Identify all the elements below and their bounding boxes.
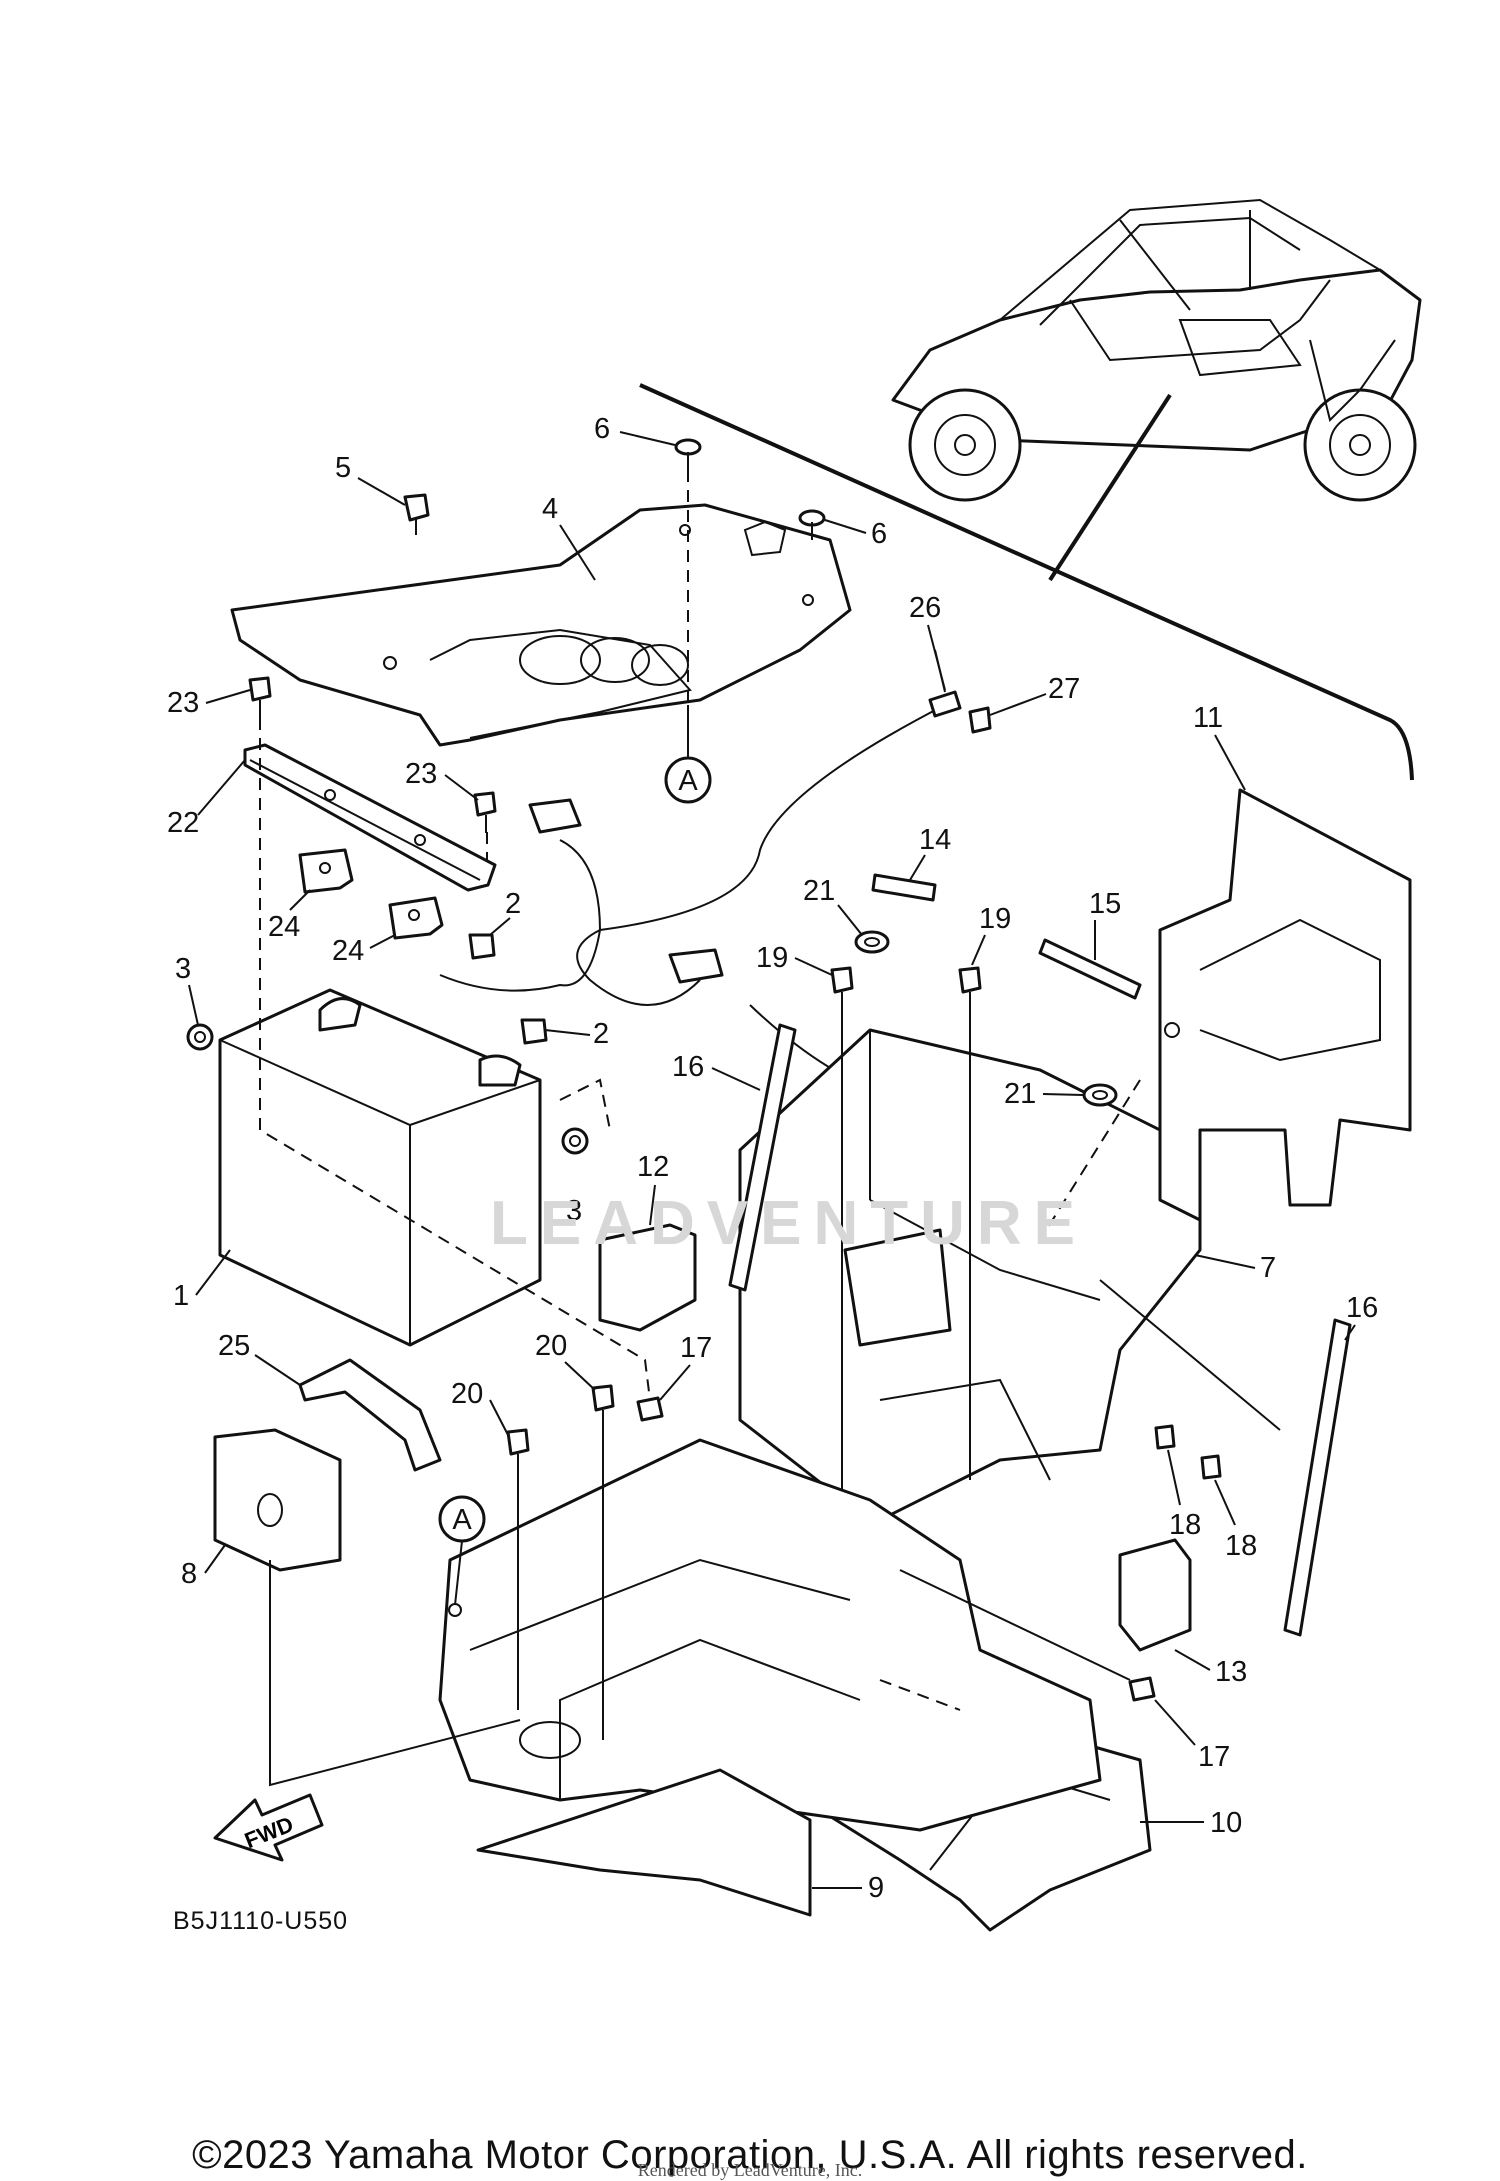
reference-marker-a-top: A (664, 705, 712, 804)
callout-3-a: 3 (175, 953, 191, 985)
part-8-pad (213, 1428, 342, 1572)
part-18-clip-b (1200, 1454, 1222, 1480)
part-23-bolt-a (248, 676, 272, 718)
part-1-battery (218, 988, 542, 1347)
assembly-line-d (269, 1560, 521, 1787)
reference-marker-a-bottom: A (438, 1495, 486, 1606)
part-21-grommet-b (1082, 1083, 1118, 1107)
callout-20-a: 20 (451, 1378, 483, 1410)
part-16-strip-right (1283, 1318, 1352, 1637)
part-13-block (1118, 1538, 1192, 1652)
vehicle-inset-illustration (891, 198, 1422, 582)
callout-17-b: 17 (1198, 1741, 1230, 1773)
part-6-clip-a (674, 438, 702, 470)
part-21-grommet-a (854, 930, 890, 954)
callout-16-b: 16 (1346, 1292, 1378, 1324)
callout-20-b: 20 (535, 1330, 567, 1362)
callout-21-b: 21 (1004, 1078, 1036, 1110)
callout-15: 15 (1089, 888, 1121, 920)
part-15-strip (1038, 938, 1142, 1000)
part-2-bolt-a (468, 933, 496, 960)
part-14-strip (871, 873, 937, 902)
callout-14: 14 (919, 824, 951, 856)
render-credit: Rendered by LeadVenture, Inc. (637, 2160, 863, 2180)
part-19-bolt-a (830, 966, 854, 1490)
part-3-nut-a (186, 1023, 214, 1051)
assembly-line-e (559, 1078, 611, 1131)
callout-1: 1 (173, 1280, 189, 1312)
part-25-strap (298, 1358, 442, 1472)
callout-18-b: 18 (1225, 1530, 1257, 1562)
part-16-strip-left (728, 1023, 797, 1292)
callout-6-b: 6 (871, 518, 887, 550)
callout-16-a: 16 (672, 1051, 704, 1083)
callout-8: 8 (181, 1558, 197, 1590)
callout-24-a: 24 (268, 911, 300, 943)
part-26-sensor (928, 649, 962, 718)
callout-3-b: 3 (566, 1195, 582, 1227)
svg-text:A: A (678, 765, 698, 797)
part-17-clip-a (636, 1396, 664, 1422)
main-tray (438, 1438, 1102, 1832)
watermark-text: LEADVENTURE (490, 1189, 1088, 1258)
callout-25: 25 (218, 1330, 250, 1362)
part-24-damper-b (388, 896, 444, 940)
callout-2-b: 2 (593, 1018, 609, 1050)
callout-18-a: 18 (1169, 1509, 1201, 1541)
callout-10: 10 (1210, 1807, 1242, 1839)
part-17-clip-b (1128, 1676, 1156, 1702)
assembly-line-i (1099, 1279, 1281, 1431)
callout-27: 27 (1048, 673, 1080, 705)
callout-group: 1 2 2 3 3 4 5 6 6 7 8 9 10 11 12 13 14 1… (167, 413, 1378, 1904)
part-24-damper-a (298, 848, 354, 894)
callout-19-b: 19 (979, 903, 1011, 935)
callout-23-b: 23 (405, 758, 437, 790)
forward-direction-arrow: FWD (213, 1793, 324, 1862)
assembly-line-h (899, 1569, 1131, 1681)
callout-17-a: 17 (680, 1332, 712, 1364)
callout-7: 7 (1260, 1252, 1276, 1284)
part-26-cable (576, 704, 946, 1006)
assembly-line-b (259, 718, 651, 1401)
callout-5: 5 (335, 452, 351, 484)
callout-9: 9 (868, 1872, 884, 1904)
part-9-mat (476, 1768, 812, 1917)
diagram-code: B5J1110-U550 (173, 1907, 349, 1935)
part-20-bolt-a (506, 1428, 530, 1710)
part-2-bolt-b (520, 1018, 548, 1045)
part-19-bolt-b (958, 966, 982, 1480)
assembly-boundary-line (639, 383, 1414, 781)
callout-21-a: 21 (803, 875, 835, 907)
part-20-bolt-b (591, 1384, 615, 1740)
assembly-line-g (879, 1679, 961, 1711)
part-4-cover (230, 503, 852, 747)
part-27-screw (968, 706, 992, 734)
part-3-nut-b (561, 1127, 589, 1155)
callout-24-b: 24 (332, 935, 364, 967)
callout-4: 4 (542, 493, 558, 525)
part-11-cover (1158, 788, 1412, 1222)
svg-text:A: A (452, 1504, 472, 1536)
callout-2-a: 2 (505, 888, 521, 920)
callout-23-a: 23 (167, 687, 199, 719)
callout-11: 11 (1193, 702, 1223, 734)
part-23-bolt-b (473, 791, 497, 833)
callout-13: 13 (1215, 1656, 1247, 1688)
callout-12: 12 (637, 1151, 669, 1183)
connector-a (528, 798, 582, 834)
copyright-notice: ©2023 Yamaha Motor Corporation, U.S.A. A… (192, 2133, 1308, 2177)
callout-22: 22 (167, 807, 199, 839)
part-12-block (598, 1223, 697, 1332)
part-5-bolt (403, 493, 430, 535)
callout-19-a: 19 (756, 942, 788, 974)
part-6-clip-b (798, 509, 826, 540)
callout-26: 26 (909, 592, 941, 624)
part-18-clip-a (1154, 1424, 1176, 1450)
assembly-line-f (1039, 1079, 1141, 1241)
connector-b (668, 948, 724, 984)
battery-cable (439, 839, 602, 992)
callout-6-a: 6 (594, 413, 610, 445)
part-22-bracket (243, 743, 497, 892)
